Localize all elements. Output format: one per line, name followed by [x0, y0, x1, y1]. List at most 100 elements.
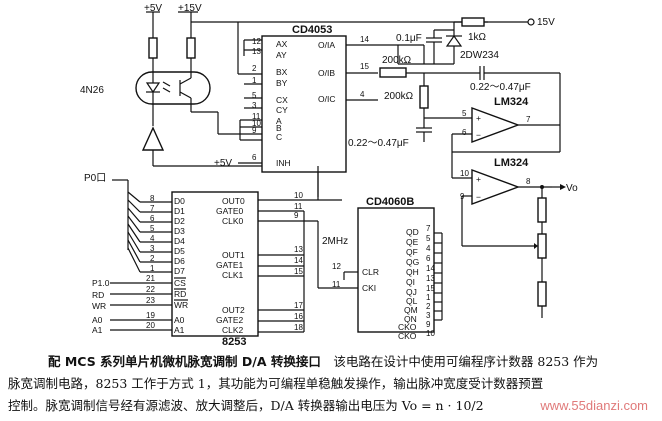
svg-text:Vo: Vo [566, 183, 578, 194]
svg-text:7: 7 [526, 115, 531, 124]
svg-text:4: 4 [360, 90, 365, 99]
svg-text:11: 11 [332, 280, 341, 289]
svg-text:B: B [276, 123, 282, 133]
svg-text:RD: RD [92, 290, 104, 300]
svg-text:QG: QG [406, 257, 419, 267]
svg-text:D1: D1 [174, 206, 185, 216]
svg-text:CD4060B: CD4060B [366, 196, 414, 208]
svg-text:OUT2: OUT2 [222, 305, 245, 315]
svg-text:18: 18 [294, 323, 303, 332]
svg-text:BX: BX [276, 67, 288, 77]
svg-text:INH: INH [276, 158, 291, 168]
svg-text:GATE2: GATE2 [216, 315, 244, 325]
svg-text:D2: D2 [174, 216, 185, 226]
caption-text-1: 该电路在设计中使用可编程序计数器 8253 作为 [333, 354, 599, 369]
svg-text:CLK1: CLK1 [222, 270, 244, 280]
svg-text:A: A [276, 116, 282, 126]
svg-text:QH: QH [406, 267, 419, 277]
svg-text:19: 19 [146, 311, 155, 320]
svg-text:10: 10 [426, 329, 435, 338]
opamp-lm324-1: LM324 5 6 7 + − [451, 73, 561, 153]
svg-text:1kΩ: 1kΩ [468, 32, 487, 43]
svg-text:QJ: QJ [406, 287, 417, 297]
svg-text:−: − [476, 130, 481, 140]
svg-text:+: + [476, 113, 481, 123]
svg-text:CY: CY [276, 105, 288, 115]
svg-text:11: 11 [252, 112, 261, 121]
svg-text:13: 13 [252, 47, 261, 56]
svg-text:12: 12 [332, 262, 341, 271]
svg-text:0.22～0.47μF: 0.22～0.47μF [470, 82, 531, 93]
svg-text:CLK2: CLK2 [222, 325, 244, 335]
svg-text:3: 3 [150, 244, 155, 253]
svg-text:9: 9 [252, 126, 257, 135]
svg-text:0.22～0.47μF: 0.22～0.47μF [348, 138, 409, 149]
svg-text:12: 12 [252, 37, 261, 46]
svg-text:200kΩ: 200kΩ [382, 55, 412, 66]
svg-text:2: 2 [252, 64, 257, 73]
svg-text:GATE1: GATE1 [216, 260, 244, 270]
svg-text:8253: 8253 [222, 336, 246, 345]
svg-text:QL: QL [406, 296, 418, 306]
svg-text:2DW234: 2DW234 [460, 50, 499, 61]
svg-text:20: 20 [146, 321, 155, 330]
svg-text:AX: AX [276, 39, 288, 49]
caption-title: 配 MCS 系列单片机微机脉宽调制 D/A 转换接口 [48, 354, 321, 369]
svg-text:CKO: CKO [398, 322, 417, 332]
svg-text:D4: D4 [174, 236, 185, 246]
svg-text:5: 5 [252, 91, 257, 100]
svg-text:D7: D7 [174, 266, 185, 276]
svg-text:QN: QN [404, 314, 417, 324]
svg-text:A0: A0 [174, 315, 185, 325]
svg-text:14: 14 [360, 35, 369, 44]
svg-text:D5: D5 [174, 246, 185, 256]
svg-text:OUT0: OUT0 [222, 196, 245, 206]
svg-text:CLK0: CLK0 [222, 216, 244, 226]
reference-network: 0.1μF 2DW234 1kΩ [396, 17, 499, 65]
svg-text:15: 15 [294, 267, 303, 276]
svg-text:2: 2 [150, 254, 155, 263]
svg-text:1: 1 [252, 76, 257, 85]
chip-cd4053: CD4053 12 AX 13 AY 2 BX 1 BY 5 CX 3 CY 1… [214, 24, 398, 173]
svg-text:A1: A1 [92, 325, 103, 335]
svg-text:15: 15 [360, 62, 369, 71]
svg-text:+5V: +5V [144, 3, 162, 14]
svg-text:+: + [476, 174, 481, 184]
svg-text:GATE0: GATE0 [216, 206, 244, 216]
svg-text:5: 5 [462, 109, 467, 118]
svg-text:CLR: CLR [362, 267, 379, 277]
svg-text:A0: A0 [92, 315, 103, 325]
svg-text:AY: AY [276, 50, 287, 60]
caption-line-2: 脉宽调制电路，8253 工作于方式 1，其功能为可编程单稳触发操作，输出脉冲宽度… [8, 376, 544, 391]
resistor-15v [186, 37, 196, 59]
svg-text:WR: WR [92, 301, 106, 311]
svg-text:4: 4 [426, 244, 431, 253]
svg-text:6: 6 [252, 153, 257, 162]
svg-text:11: 11 [294, 202, 303, 211]
svg-text:O/IA: O/IA [318, 40, 335, 50]
svg-text:LM324: LM324 [494, 96, 529, 108]
svg-text:D0: D0 [174, 196, 185, 206]
svg-text:CX: CX [276, 95, 288, 105]
filter-network: 200kΩ 0.22～0.47μF 200kΩ 0.22～0.47μF [348, 55, 560, 149]
svg-text:QD: QD [406, 227, 419, 237]
circuit-schematic: +5V +15V 4N26 [80, 3, 578, 345]
svg-text:−: − [476, 192, 481, 202]
svg-text:5: 5 [426, 234, 431, 243]
svg-text:LM324: LM324 [494, 157, 529, 169]
svg-text:5: 5 [150, 224, 155, 233]
svg-text:6: 6 [150, 214, 155, 223]
svg-text:200kΩ: 200kΩ [384, 91, 414, 102]
svg-text:3: 3 [426, 311, 431, 320]
svg-text:14: 14 [294, 256, 303, 265]
svg-text:21: 21 [146, 274, 155, 283]
supply-15v: +15V [178, 3, 202, 72]
svg-text:BY: BY [276, 78, 288, 88]
supply-5v: +5V [144, 3, 162, 72]
chip-cd4060b: CD4060B 2MHz CLR CKI 12 11 QD QE QF QG Q… [317, 196, 443, 341]
svg-text:+15V: +15V [178, 3, 202, 14]
svg-text:O/IC: O/IC [318, 94, 335, 104]
svg-text:WR: WR [174, 300, 188, 310]
svg-text:16: 16 [294, 312, 303, 321]
svg-text:CKI: CKI [362, 283, 376, 293]
